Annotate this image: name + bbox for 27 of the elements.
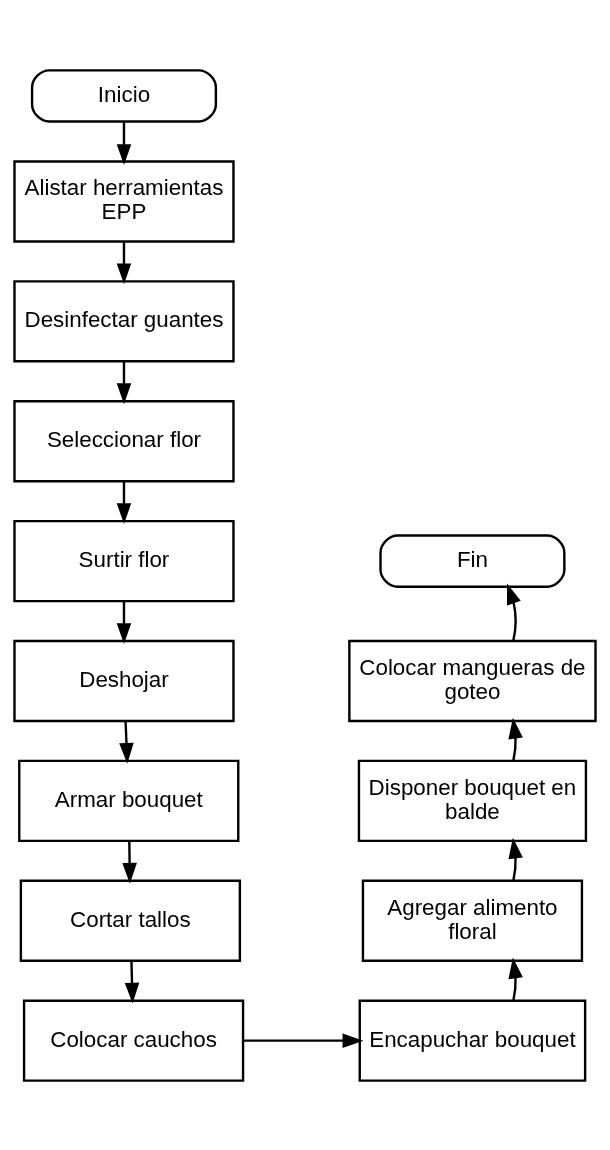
node-box: Fin (379, 533, 566, 588)
arrow (116, 481, 132, 524)
node-box: Seleccionar flor (13, 399, 235, 482)
arrow (243, 1032, 364, 1048)
arrow (119, 720, 134, 764)
node-box: Encapuchar bouquet (358, 998, 587, 1082)
node-box: Agregar alimento floral (361, 879, 584, 962)
arrow (116, 361, 132, 404)
node-box: Inicio (30, 68, 218, 123)
node-box: Colocar mangueras de goteo (348, 639, 597, 722)
arrow (508, 957, 523, 1000)
node-box: Alistar herramientas EPP (13, 159, 235, 243)
arrow (124, 960, 140, 1004)
node-box: Colocar cauchos (22, 998, 245, 1082)
node-box: Surtir flor (13, 519, 235, 602)
arrow (116, 241, 132, 284)
arrow (116, 601, 132, 644)
arrow (508, 837, 523, 880)
node-box: Disponer bouquet en balde (357, 759, 588, 842)
node-box: Cortar tallos (19, 879, 242, 962)
arrow (116, 121, 132, 165)
arrow (122, 840, 137, 884)
node-box: Armar bouquet (18, 759, 240, 842)
arrow (506, 582, 521, 641)
node-box: Deshojar (13, 639, 235, 722)
node-box: Desinfectar guantes (13, 279, 235, 362)
arrow (508, 717, 523, 760)
